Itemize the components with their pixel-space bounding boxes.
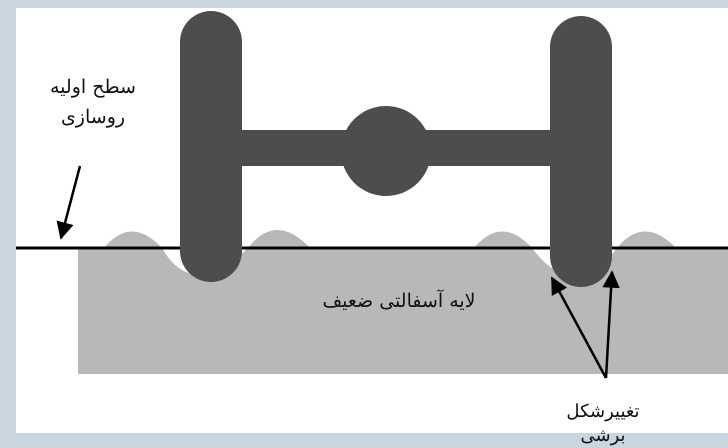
left-wheel bbox=[180, 11, 242, 282]
surface-bulge bbox=[104, 231, 162, 248]
surface-arrow bbox=[56, 165, 82, 240]
deformation-arrow-left bbox=[550, 276, 608, 379]
shear-deformation-label: تغییرشکل برشی bbox=[543, 400, 663, 448]
surface-bulge bbox=[248, 230, 310, 248]
axle-hub bbox=[341, 106, 431, 196]
surface-bulge bbox=[474, 231, 532, 248]
shear-deformation-label-line2: برشی bbox=[580, 425, 626, 446]
initial-surface-label-line2: روسازی bbox=[60, 106, 126, 128]
shear-deformation-label-line1: تغییرشکل bbox=[566, 401, 640, 422]
initial-surface-label: سطح اولیه روسازی bbox=[38, 72, 148, 132]
initial-surface-label-line1: سطح اولیه bbox=[50, 76, 136, 98]
weak-asphalt-layer-label: لایه آسفالتی ضعیف bbox=[322, 290, 476, 312]
rutting-diagram bbox=[16, 11, 728, 379]
deformation-arrow-right bbox=[602, 270, 620, 379]
diagram-frame: سطح اولیه روسازی لایه آسفالتی ضعیف تغییر… bbox=[16, 8, 728, 446]
right-wheel bbox=[550, 16, 612, 287]
surface-bulge bbox=[617, 231, 676, 248]
